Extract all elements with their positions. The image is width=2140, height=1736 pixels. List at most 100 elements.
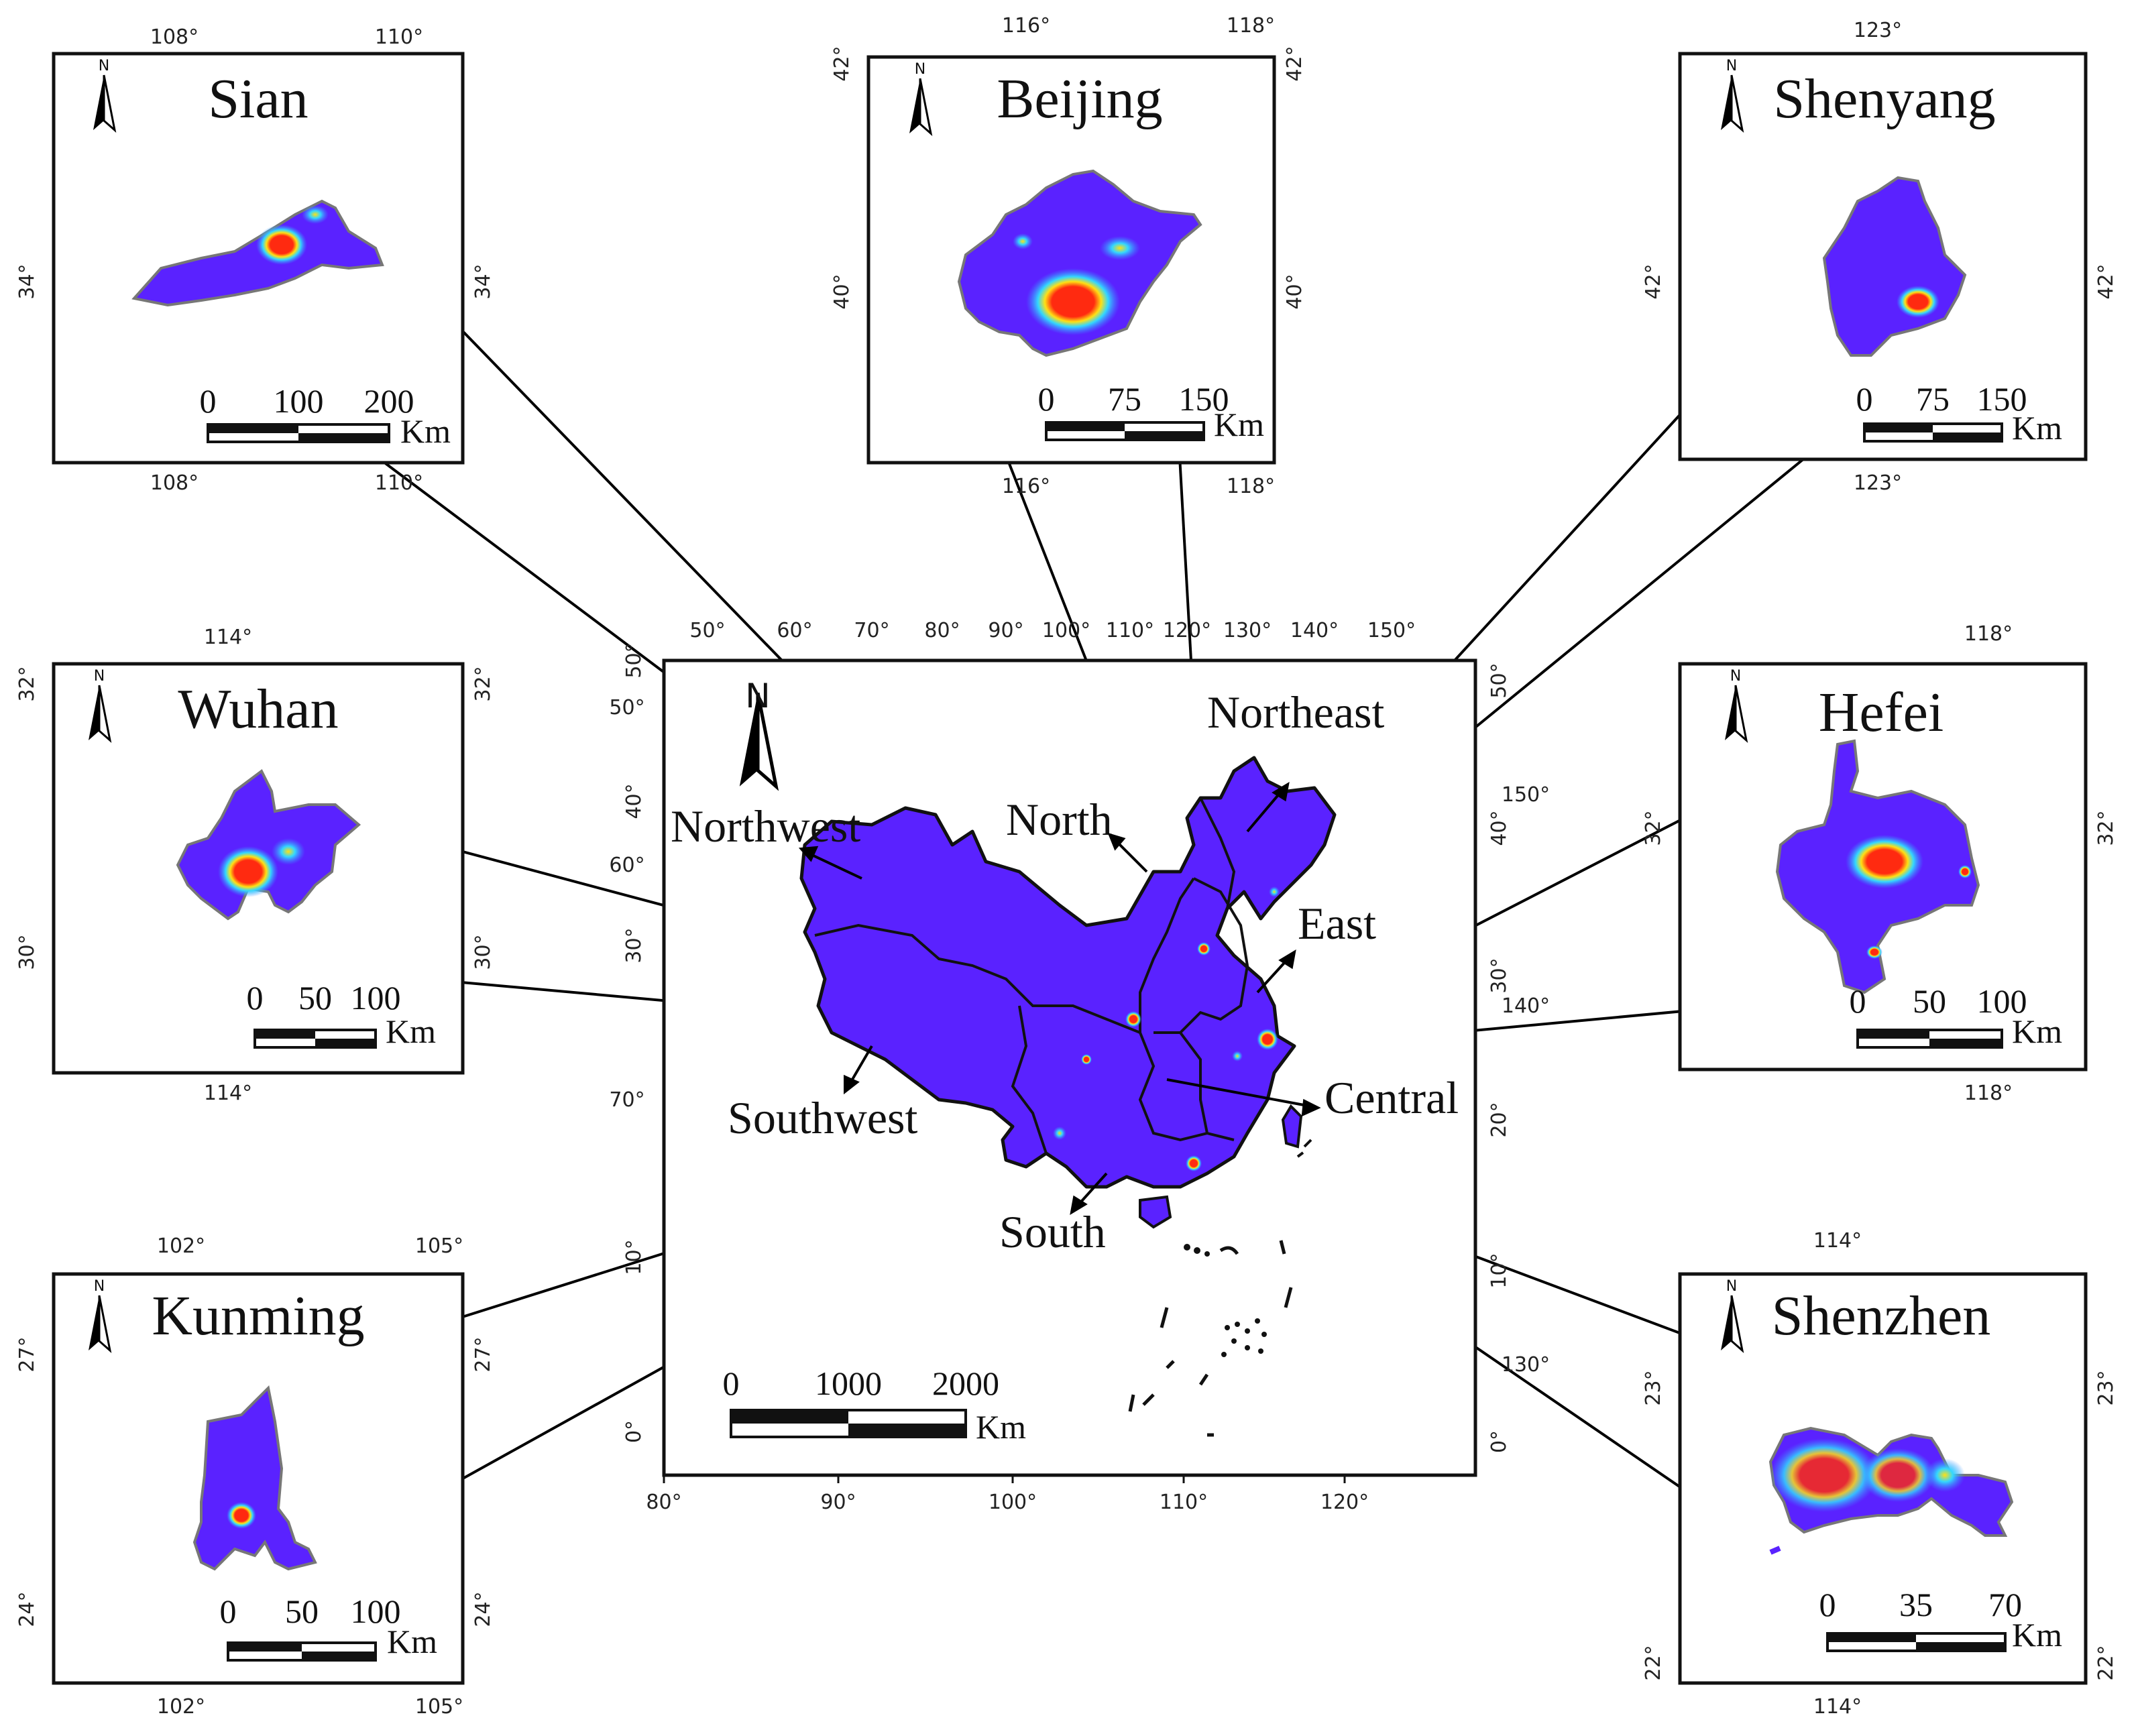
scale-unit: Km xyxy=(1214,406,1264,443)
region-arrows xyxy=(798,782,1321,1215)
scale-tick-0: 0 xyxy=(247,979,264,1017)
tick-bottom-118: 118° xyxy=(1964,1082,2013,1105)
tick-right-3: 30° xyxy=(1487,958,1511,993)
inset-north-label: N xyxy=(1726,1278,1737,1295)
tick-right-32: 32° xyxy=(2094,810,2118,846)
scale-tick-1: 75 xyxy=(1916,380,1950,418)
tick-bottom-102: 102° xyxy=(157,1695,205,1719)
tick-top-110: 110° xyxy=(375,25,423,49)
main-map-ticks xyxy=(663,1475,1346,1483)
inset-shenyang: N Shenyang 0 75 150 Km 123° 123° 42° 42° xyxy=(1642,19,2118,495)
scale-unit: Km xyxy=(400,412,451,450)
tick-bottom-118: 118° xyxy=(1227,475,1275,498)
tick-right-4: 140° xyxy=(1502,994,1550,1018)
inset-title: Beijing xyxy=(997,68,1162,130)
tick-right-27: 27° xyxy=(471,1336,495,1372)
tick-top-114: 114° xyxy=(204,626,252,649)
scale-unit: Km xyxy=(2012,1616,2062,1654)
tick-left-7: 0° xyxy=(622,1420,646,1443)
tick-bottom-123: 123° xyxy=(1854,471,1902,495)
inset-shenzhen: N Shenzhen 0 35 70 Km 114° 114° 23° 22° … xyxy=(1642,1229,2118,1719)
inset-north-label: N xyxy=(94,1278,105,1295)
scale-tick-1: 50 xyxy=(298,979,332,1017)
tick-left-32: 32° xyxy=(15,666,39,701)
tick-left-30: 30° xyxy=(15,934,39,970)
region-borders xyxy=(814,797,1249,1154)
scale-unit: Km xyxy=(386,1012,436,1050)
tick-top-5: 100° xyxy=(1042,619,1090,642)
scale-unit: Km xyxy=(2012,409,2062,447)
tick-bottom-114: 114° xyxy=(204,1082,252,1105)
tick-top-3: 80° xyxy=(924,619,960,642)
tick-right-42: 42° xyxy=(2094,264,2118,299)
tick-right-24: 24° xyxy=(471,1591,495,1627)
inset-north-label: N xyxy=(915,61,925,78)
inset-north-label: N xyxy=(94,668,105,685)
tick-left-5: 70° xyxy=(609,1088,644,1112)
main-map-tick-labels: 80° 90° 100° 110° 120° 50° 60° 70° 80° 9… xyxy=(609,619,1550,1514)
tick-right-5: 20° xyxy=(1487,1102,1511,1137)
region-label-north: North xyxy=(1006,794,1113,845)
tick-right-22: 22° xyxy=(2094,1645,2118,1680)
city-shape xyxy=(957,169,1202,357)
tick-left-40: 40° xyxy=(830,274,854,309)
main-scale-tick-1: 1000 xyxy=(815,1365,882,1402)
inset-title: Hefei xyxy=(1819,681,1944,744)
scale-tick-1: 50 xyxy=(285,1593,319,1630)
region-label-northwest: Northwest xyxy=(671,801,860,852)
tick-right-8: 0° xyxy=(1487,1430,1511,1453)
tick-right-7: 130° xyxy=(1502,1353,1550,1377)
tick-bottom-110: 110° xyxy=(375,471,423,495)
tick-right-6: 10° xyxy=(1487,1253,1511,1288)
inset-sian: N Sian 0 100 200 Km 108° 110° 108° 110° … xyxy=(15,25,495,495)
tick-left-32: 32° xyxy=(1642,810,1665,846)
inset-kunming: N Kunming 0 50 100 Km 102° 105° 102° 105… xyxy=(15,1234,495,1719)
tick-right-32: 32° xyxy=(471,666,495,701)
main-scale-unit: Km xyxy=(976,1408,1026,1446)
city-shape xyxy=(131,199,384,307)
scale-tick-0: 0 xyxy=(220,1593,237,1630)
city-shape xyxy=(192,1385,317,1571)
tick-right-23: 23° xyxy=(2094,1370,2118,1405)
inset-hefei: N Hefei 0 50 100 Km 118° 118° 32° 32° xyxy=(1642,622,2118,1105)
tick-left-0: 50° xyxy=(622,642,646,678)
tick-bottom-108: 108° xyxy=(150,471,199,495)
scale-tick-2: 150 xyxy=(1179,380,1229,418)
tick-bottom-0: 80° xyxy=(646,1491,681,1514)
tick-top-108: 108° xyxy=(150,25,199,49)
scale-tick-1: 100 xyxy=(274,382,324,420)
tick-left-3: 60° xyxy=(609,854,644,877)
hainan xyxy=(1139,1195,1172,1229)
inset-title: Shenzhen xyxy=(1772,1285,1991,1347)
scale-tick-1: 35 xyxy=(1899,1586,1933,1623)
region-label-south: South xyxy=(999,1206,1106,1257)
main-map-hotspots xyxy=(1053,886,1280,1171)
main-scale-bar: 0 1000 2000 Km xyxy=(723,1365,1027,1446)
scale-tick-2: 100 xyxy=(1977,982,2027,1020)
scale-tick-0: 0 xyxy=(1038,380,1055,418)
tick-top-105: 105° xyxy=(415,1234,463,1258)
tick-bottom-2: 100° xyxy=(989,1491,1037,1514)
scale-tick-0: 0 xyxy=(200,382,217,420)
region-label-central: Central xyxy=(1325,1072,1459,1123)
tick-left-42: 42° xyxy=(830,46,854,81)
tick-top-6: 110° xyxy=(1106,619,1154,642)
tick-right-30: 30° xyxy=(471,934,495,970)
inset-north-label: N xyxy=(1726,58,1737,74)
tick-left-2: 40° xyxy=(622,783,646,819)
tick-top-9: 140° xyxy=(1290,619,1339,642)
scale-tick-1: 50 xyxy=(1913,982,1946,1020)
region-label-southwest: Southwest xyxy=(728,1092,917,1143)
tick-top-118: 118° xyxy=(1964,622,2013,646)
tick-top-102: 102° xyxy=(157,1234,205,1258)
scale-tick-1: 75 xyxy=(1108,380,1141,418)
tick-right-40: 40° xyxy=(1283,274,1306,309)
tick-bottom-114: 114° xyxy=(1813,1695,1862,1719)
tick-top-118: 118° xyxy=(1227,14,1275,38)
inset-title: Kunming xyxy=(152,1285,364,1347)
region-label-northeast: Northeast xyxy=(1207,687,1384,738)
tick-left-23: 23° xyxy=(1642,1370,1665,1405)
inset-wuhan: N Wuhan 0 50 100 Km 114° 114° 32° 30° 32… xyxy=(15,626,495,1105)
tick-bottom-1: 90° xyxy=(820,1491,856,1514)
